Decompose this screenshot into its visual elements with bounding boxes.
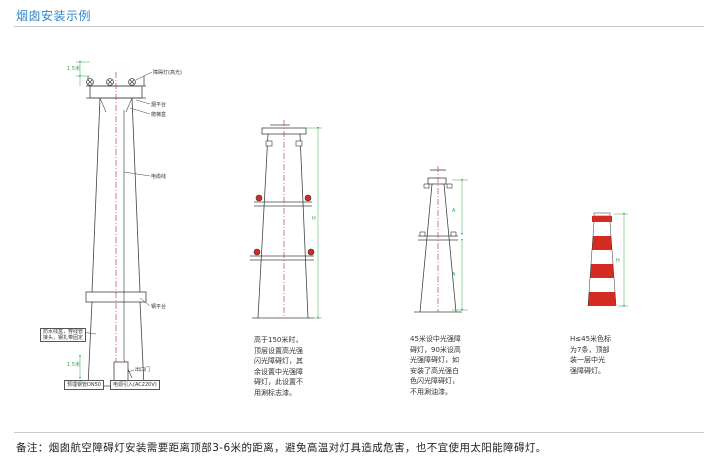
note-divider [14, 432, 704, 433]
chimney-90m-dimension [452, 179, 468, 311]
caption-150m: 高于150米时， 顶层设置高光强 闪光障碍灯，其 余设置中光强障 碍灯，此设置不… [254, 336, 303, 397]
label-conduit: 防水线盒，穿线管接头，钢扎带固定 [40, 328, 86, 342]
page-title: 烟囱安装示例 [16, 9, 92, 23]
chimney-150m-lamps [253, 140, 315, 256]
label-lamp-top: 障碍灯(高光) [153, 69, 182, 76]
dim-bottom-label: 1.5米 [67, 361, 80, 368]
chimney-150m-dimension [306, 127, 322, 319]
label-platform-lower: 钢平台 [151, 303, 166, 310]
striped-chimney [587, 212, 617, 307]
a-label-2: A [452, 272, 456, 278]
label-door: 出口门 [135, 366, 150, 373]
label-pipe: 预埋钢管DN50 [64, 380, 104, 390]
label-platform-top: 烟平台 [151, 101, 166, 108]
title-divider [14, 26, 704, 27]
striped-dimension [614, 213, 628, 307]
label-cable: 电缆线 [151, 173, 166, 180]
chimney-90m-lamps [419, 183, 457, 237]
h-label-4: H [616, 258, 620, 264]
chimney-150m [250, 120, 314, 319]
label-ladder: 爬梯盒 [151, 111, 166, 118]
label-cable-in: 电源引入(AC220V) [110, 380, 160, 390]
caption-90m: 45米设中光强障 碍灯，90米设高 光强障碍灯，如 安装了高光强白 色闪光障碍灯… [410, 335, 461, 396]
tall-chimney [81, 71, 153, 387]
installation-note: 备注：烟囱航空障碍灯安装需要距离顶部3-6米的距离，避免高温对灯具造成危害，也不… [16, 442, 547, 454]
top-lamps [86, 78, 136, 86]
dim-top-label: 1.5米 [67, 65, 80, 72]
h-label-2: H [312, 216, 316, 222]
tall-dimension [76, 61, 90, 379]
caption-45m: H≤45米色标 为7条，顶部 装一层中光 强障碍灯。 [570, 335, 612, 375]
a-label-1: A [452, 208, 456, 214]
chimney-90m [414, 166, 462, 313]
